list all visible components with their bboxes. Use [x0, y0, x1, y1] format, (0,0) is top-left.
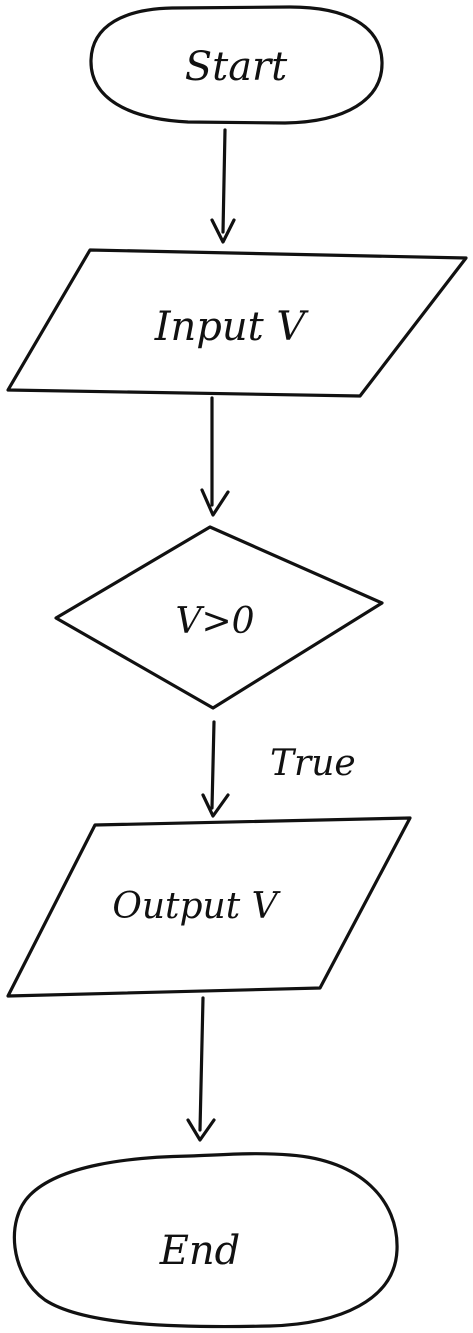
arrow-head: [200, 488, 230, 517]
end-node: End: [12, 1152, 399, 1329]
arrow-head: [186, 1118, 216, 1142]
arrow-shaft: [210, 720, 216, 810]
arrow-start-to-input: [210, 128, 236, 244]
arrow-shaft: [198, 996, 205, 1132]
true-edge-label: True: [270, 743, 356, 784]
start-oval: [89, 5, 384, 125]
decision-label: V>0: [175, 601, 254, 642]
output-label: Output V: [112, 886, 281, 927]
arrow-input-to-decision: [200, 396, 230, 517]
arrow-output-to-end: [186, 996, 216, 1142]
arrow-head: [210, 218, 236, 244]
output-parallelogram: [6, 816, 412, 998]
input-node: Input V: [6, 248, 468, 398]
end-label: End: [159, 1228, 241, 1274]
input-parallelogram: [6, 248, 468, 398]
input-label: Input V: [154, 304, 310, 350]
arrow-head: [201, 793, 230, 818]
start-label: Start: [185, 44, 288, 90]
end-oval: [12, 1152, 399, 1329]
output-node: Output V: [6, 816, 412, 998]
arrow-shaft: [221, 128, 227, 234]
start-node: Start: [89, 5, 384, 125]
decision-diamond: [54, 525, 384, 710]
arrow-decision-to-output: True: [201, 720, 356, 818]
decision-node: V>0: [54, 525, 384, 710]
